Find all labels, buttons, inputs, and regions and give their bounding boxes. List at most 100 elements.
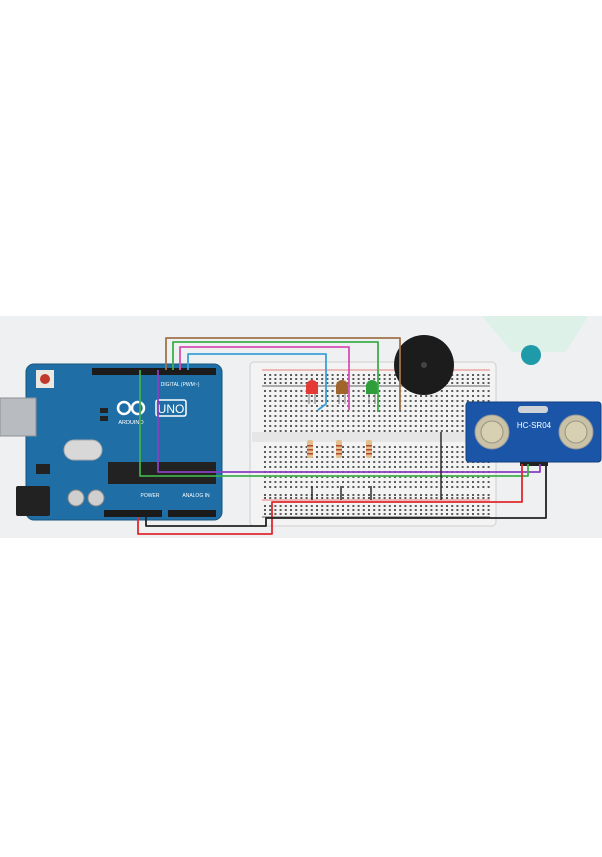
breadboard-hole <box>456 430 459 432</box>
breadboard-hole <box>342 461 344 463</box>
breadboard-hole <box>409 476 412 478</box>
breadboard-hole <box>352 382 355 384</box>
breadboard-hole <box>394 410 396 412</box>
breadboard-hole <box>466 382 469 384</box>
breadboard-hole <box>300 446 303 448</box>
breadboard-hole <box>305 425 308 427</box>
breadboard-hole <box>477 505 480 507</box>
breadboard-hole <box>290 405 292 407</box>
breadboard-hole <box>321 466 324 468</box>
reset-button[interactable] <box>40 374 50 384</box>
breadboard-hole <box>482 486 485 488</box>
breadboard-hole <box>321 410 324 412</box>
breadboard-hole <box>451 425 454 427</box>
breadboard-hole <box>284 378 287 380</box>
breadboard-hole <box>347 420 350 422</box>
breadboard-hole <box>430 400 433 402</box>
breadboard-hole <box>279 425 282 427</box>
breadboard-hole <box>357 481 360 483</box>
breadboard-hole <box>373 400 376 402</box>
breadboard-hole <box>477 395 480 397</box>
breadboard-hole <box>466 400 469 402</box>
breadboard-hole <box>388 405 391 407</box>
breadboard-hole <box>368 430 370 432</box>
breadboard-hole <box>305 505 308 507</box>
breadboard-hole <box>274 456 277 458</box>
breadboard-hole <box>378 481 381 483</box>
ultrasonic-sensor[interactable]: HC-SR04 <box>465 401 602 466</box>
breadboard-hole <box>305 466 308 468</box>
breadboard-hole <box>388 378 391 380</box>
breadboard[interactable] <box>249 361 497 527</box>
breadboard-hole <box>264 415 266 417</box>
breadboard-hole <box>326 451 329 453</box>
breadboard-hole <box>430 395 433 397</box>
breadboard-hole <box>368 461 370 463</box>
breadboard-hole <box>352 456 355 458</box>
breadboard-hole <box>321 451 324 453</box>
breadboard-hole <box>279 466 282 468</box>
breadboard-hole <box>383 466 386 468</box>
breadboard-hole <box>456 395 459 397</box>
breadboard-hole <box>316 466 318 468</box>
breadboard-hole <box>388 486 391 488</box>
breadboard-hole <box>425 481 428 483</box>
breadboard-hole <box>331 451 334 453</box>
breadboard-hole <box>295 461 298 463</box>
breadboard-hole <box>420 505 422 507</box>
breadboard-hole <box>461 378 464 380</box>
breadboard-hole <box>316 505 318 507</box>
breadboard-hole <box>456 405 459 407</box>
breadboard-hole <box>352 446 355 448</box>
breadboard-hole <box>487 494 490 496</box>
breadboard-hole <box>290 390 292 392</box>
breadboard-hole <box>269 461 272 463</box>
breadboard-hole <box>430 509 433 511</box>
breadboard-hole <box>284 420 287 422</box>
breadboard-hole <box>461 513 464 515</box>
breadboard-hole <box>388 415 391 417</box>
breadboard-hole <box>321 461 324 463</box>
breadboard-hole <box>487 400 490 402</box>
breadboard-hole <box>451 494 454 496</box>
breadboard-hole <box>368 420 370 422</box>
breadboard-hole <box>269 425 272 427</box>
breadboard-hole <box>435 395 438 397</box>
breadboard-hole <box>290 420 292 422</box>
breadboard-hole <box>295 494 298 496</box>
breadboard-hole <box>274 461 277 463</box>
breadboard-hole <box>404 446 407 448</box>
breadboard-hole <box>409 481 412 483</box>
breadboard-hole <box>430 430 433 432</box>
breadboard-hole <box>269 430 272 432</box>
breadboard-hole <box>425 497 428 499</box>
breadboard-hole <box>295 513 298 515</box>
breadboard-hole <box>378 390 381 392</box>
breadboard-hole <box>290 415 292 417</box>
breadboard-hole <box>295 420 298 422</box>
breadboard-hole <box>368 425 370 427</box>
piezo-buzzer[interactable] <box>394 335 454 395</box>
breadboard-hole <box>342 513 344 515</box>
analog-header <box>168 510 216 517</box>
breadboard-hole <box>331 382 334 384</box>
breadboard-hole <box>284 430 287 432</box>
breadboard-hole <box>487 497 490 499</box>
breadboard-hole <box>357 405 360 407</box>
breadboard-hole <box>425 461 428 463</box>
breadboard-hole <box>451 415 454 417</box>
arduino-uno-board[interactable]: UNO ARDUINO DIGITAL (PWM~) POWER ANALOG … <box>0 363 223 521</box>
breadboard-hole <box>451 505 454 507</box>
breadboard-hole <box>456 509 459 511</box>
orange-led[interactable] <box>336 380 348 404</box>
breadboard-hole <box>342 509 344 511</box>
breadboard-hole <box>336 513 339 515</box>
breadboard-hole <box>435 456 438 458</box>
breadboard-hole <box>310 410 313 412</box>
breadboard-hole <box>321 486 324 488</box>
breadboard-hole <box>368 505 370 507</box>
breadboard-hole <box>383 420 386 422</box>
breadboard-hole <box>284 415 287 417</box>
green-led[interactable] <box>366 380 378 404</box>
red-led[interactable] <box>306 380 318 404</box>
